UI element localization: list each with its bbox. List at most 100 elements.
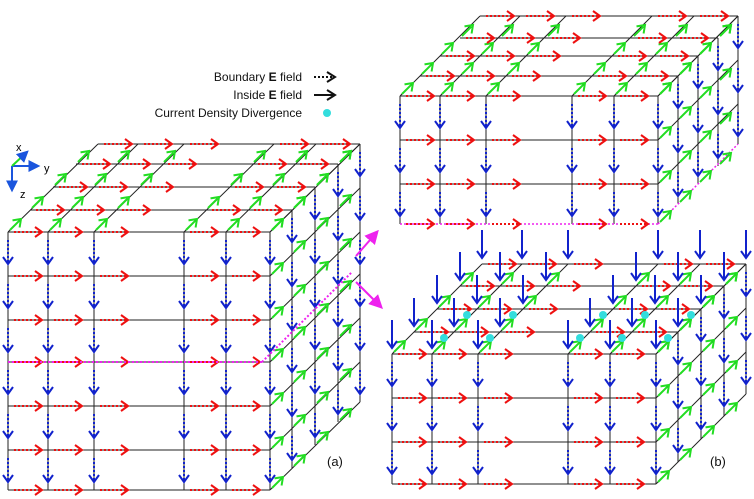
cube-b-top-arrow-106-head [712, 150, 724, 160]
cube-b-bottom-arrow-38-head [396, 339, 407, 350]
cube-b-bottom-arrow-74 [657, 469, 671, 483]
cube-b-top-arrow-51-head [596, 61, 607, 72]
cube-a-arrow-41 [42, 240, 54, 266]
cube-b-bottom-arrow-132 [649, 275, 661, 305]
cube-b-bottom-arrow-7 [484, 392, 514, 404]
cube-b-top-arrow-93-head [506, 10, 516, 22]
cube-b-top-arrow-49-shaft [547, 25, 559, 37]
cube-b-bottom-arrow-112-head [431, 295, 443, 305]
cube-b-top-arrow-105-head [712, 106, 724, 116]
cube-a-arrow-151-head [309, 299, 321, 309]
cube-b-top-arrow-16-head [466, 218, 476, 230]
cube-a-arrow-100 [293, 239, 307, 253]
cube-a-arrow-76-shaft [71, 197, 83, 209]
cube-a-arrow-164-head [354, 298, 366, 308]
cube-a-arrow-116-shaft [293, 415, 305, 427]
cube-a-arrow-75-shaft [49, 219, 61, 231]
cube-a-arrow-79-shaft [95, 219, 107, 231]
cube-a-grid-line-29 [269, 143, 361, 233]
cube-b-top-arrow-99-head [672, 144, 684, 154]
cube-b-bottom-arrow-40 [438, 294, 452, 308]
cube-b-bottom-arrow-113 [454, 252, 466, 282]
cube-a-arrow-149-head [309, 211, 321, 221]
cube-a-arrow-87-head [230, 217, 241, 228]
cube-a-arrow-119-head [274, 475, 285, 486]
cube-b-top-arrow-72-head [702, 129, 713, 140]
cube-a-arrow-90-head [298, 149, 309, 160]
cube-b-top-arrow-57-head [678, 23, 689, 34]
cube-a-arrow-128 [59, 181, 89, 193]
cube-a-arrow-112-shaft [293, 371, 305, 383]
cube-a-arrow-64-head [220, 474, 232, 484]
cube-b-bottom-arrows [386, 230, 752, 490]
cube-a-arrow-46 [42, 458, 54, 484]
cube-b-bottom-arrow-30 [562, 406, 574, 432]
cube-b-top-arrow-71-head [682, 149, 693, 160]
cube-a-arrow-120-head [296, 453, 307, 464]
cube-b-top-arrow-88-head [486, 32, 496, 44]
cube-a-arrow-106-head [342, 237, 353, 248]
cube-b-bottom-arrow-2-head [504, 348, 514, 360]
cube-b-bottom-arrow-65-shaft [725, 273, 737, 285]
cube-b-top-arrow-38 [401, 81, 415, 95]
cube-a-arrow-151 [309, 283, 321, 309]
cube-a-arrow-161 [354, 152, 366, 178]
cube-b-bottom-arrow-122-head [517, 295, 529, 305]
cube-b-bottom-arrow-26 [472, 362, 484, 388]
cube-a-arrow-47-head [88, 256, 100, 266]
cube-b-bottom-arrow-136 [672, 298, 684, 328]
cube-a-arrow-140 [190, 138, 220, 150]
cube-b-top-arrow-9 [620, 134, 650, 146]
cube-b-bottom-arrow-14 [616, 436, 646, 448]
cube-b-bottom-arrow-38 [393, 339, 407, 353]
cube-a-arrow-115-head [274, 435, 285, 446]
cube-b-top-arrow-69 [719, 67, 733, 81]
cube-a-arrow-10-head [34, 314, 44, 326]
cube-b-bottom-arrow-94-head [548, 258, 558, 270]
cube-a-arrow-117-shaft [316, 392, 328, 404]
cube-b-bottom-arrow-69-shaft [725, 317, 737, 329]
cube-b-top-arrow-18-head [598, 218, 608, 230]
cube-b-bottom-arrow-48-shaft [524, 296, 536, 308]
cube-b-bottom-arrow-69-head [728, 315, 739, 326]
cube-b-top-arrow-1 [446, 90, 476, 102]
cube-b-top-bottom-cut-side [657, 143, 739, 225]
cube-b-top-arrow-94 [526, 10, 556, 22]
cube-b-top-arrow-39-shaft [421, 63, 433, 75]
cube-a-arrow-136-head [278, 158, 288, 170]
cube-b-top-arrow-84-head [506, 50, 516, 62]
cube-b-top-arrow-66 [659, 125, 673, 139]
cube-b-top-arrow-77-head [722, 151, 733, 162]
cube-b-bottom-arrow-70 [657, 427, 671, 441]
cube-b-bottom-arrow-138-head [718, 272, 730, 282]
cube-b-bottom-arrow-118-head [494, 272, 506, 282]
cube-b-top-arrow-67-shaft [679, 107, 691, 119]
cube-a-arrow-38-head [2, 386, 14, 396]
cube-a-arrow-126 [212, 204, 242, 216]
cube-a-arrow-76 [71, 195, 85, 209]
cube-a-arrow-8-head [210, 270, 220, 282]
cube-b-bottom-arrow-133-head [672, 272, 684, 282]
cube-a-arrow-58 [178, 458, 190, 484]
cube-b-top-arrow-8 [578, 134, 608, 146]
cube-a-arrow-1-head [74, 226, 84, 238]
cube-b-bottom-arrow-24-head [426, 422, 438, 432]
cube-b-top-arrow-48-head [530, 41, 541, 52]
cube-a-grid-line-21 [183, 143, 275, 233]
cube-a-arrow-37 [2, 328, 14, 354]
cube-b-bottom-arrow-71-shaft [679, 407, 691, 419]
cube-b-bottom-arrow-31 [562, 450, 574, 476]
cube-b-bottom-arrow-68-shaft [702, 340, 714, 352]
cube-b-bottom-arrow-84-head [503, 303, 513, 315]
cube-b-bottom-arrow-73-shaft [725, 361, 737, 373]
cube-a-arrow-157-head [332, 276, 344, 286]
cube-a-arrow-4 [232, 226, 262, 238]
cube-a-arrow-42-head [42, 300, 54, 310]
cube-a [2, 138, 366, 496]
cube-a-arrow-32 [100, 484, 130, 496]
cube-b-bottom-divergence-dot-9 [687, 311, 695, 319]
cube-b-top-arrow-99 [672, 128, 684, 154]
cube-b-bottom-arrow-129-head [652, 250, 664, 260]
cube-b-bottom-arrow-120 [472, 320, 484, 350]
cube-b-top-arrow-23 [434, 104, 446, 130]
